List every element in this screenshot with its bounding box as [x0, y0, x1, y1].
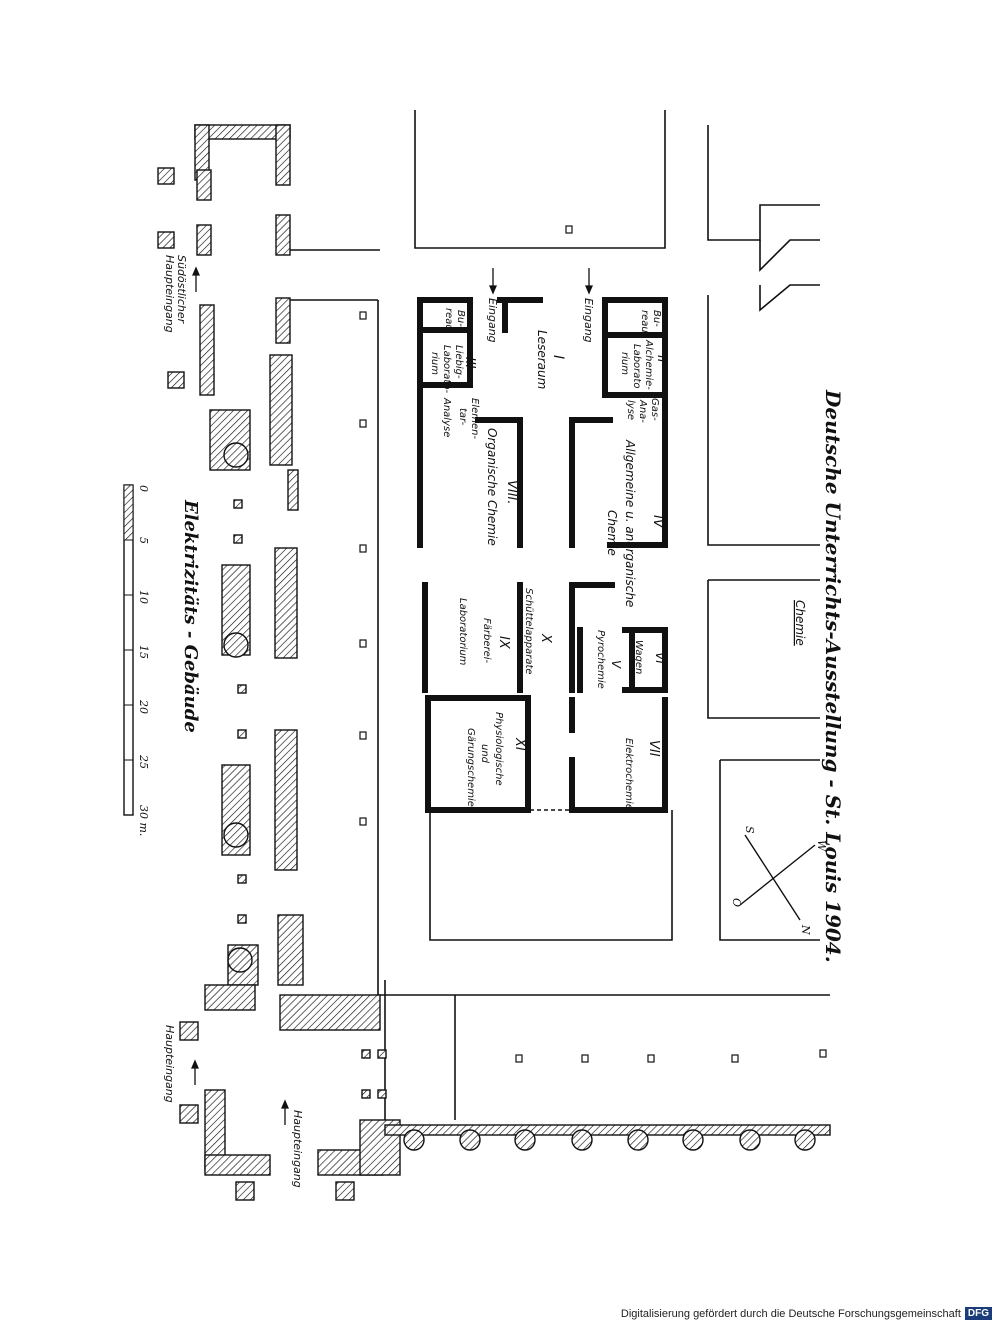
bureau-2-l2: reau — [443, 308, 454, 331]
room-2-l3: rium — [619, 352, 630, 375]
suedoestlicher-label: Südöstlicher — [175, 255, 188, 325]
eingang-top-label: Eingang — [582, 298, 595, 343]
room-1-name: Leseraum — [535, 330, 549, 389]
bureau-1-l1: Bu- — [651, 310, 662, 327]
haupteingang-left-label: Haupteingang — [163, 255, 176, 333]
dfg-logo: DFG — [964, 1307, 992, 1320]
site-lines — [290, 110, 830, 1120]
room-2-l2: Laborato — [631, 344, 642, 388]
exhibition-walls — [417, 297, 668, 813]
haupteingang-bottom-label: Haupteingang — [163, 1025, 176, 1103]
footer-text: Digitalisierung gefördert durch die Deut… — [620, 1307, 961, 1320]
scale-tick-30: 30 m. — [137, 805, 150, 836]
footer: Digitalisierung gefördert durch die Deut… — [621, 1307, 992, 1320]
room-2-l1: Alchemie- — [643, 339, 654, 390]
room-9-l1: Färberei- — [481, 618, 492, 664]
room-5-name: Pyrochemie — [595, 630, 606, 689]
room-8-number: VIII. — [504, 480, 519, 505]
compass-o: O — [730, 898, 743, 907]
room-3-l3: rium — [429, 352, 440, 375]
bureau-2-l1: Bu- — [455, 310, 466, 327]
scale-tick-25: 25 — [137, 754, 150, 769]
scale-tick-0: 0 — [137, 485, 150, 492]
gas-analysis-l2: Ana- — [637, 399, 648, 423]
room-6-name: Wagen — [633, 640, 644, 674]
room-6-number: VI — [653, 652, 667, 664]
room-4-l2: Chemie — [605, 510, 619, 556]
room-9-number: IX — [496, 636, 511, 650]
room-11-l3: Gärungschemie — [465, 728, 476, 807]
room-1-number: I — [550, 355, 566, 359]
title-group: Deutsche Unterrichts-Ausstellung - St. L… — [180, 389, 845, 963]
scale-bar: 0 5 10 15 20 25 30 m. — [123, 484, 150, 836]
plan-subtitle: Chemie — [793, 600, 807, 646]
room-7-name: Elektrochemie — [623, 738, 634, 810]
room-10-number: X — [538, 633, 553, 644]
compass: N S W O — [730, 826, 828, 935]
room-8-name: Organische Chemie — [485, 428, 499, 546]
elementary-analysis-l1: Elemen- — [469, 398, 480, 439]
room-3-l2: Laborato- — [441, 345, 452, 393]
compass-s: S — [743, 826, 756, 834]
room-5-number: V — [609, 660, 623, 669]
room-3-l1: Liebig- — [453, 345, 464, 379]
room-labels: I Leseraum Bu- reau Bu- reau II Alchemie… — [429, 308, 669, 810]
room-11-l2: und — [479, 744, 490, 764]
gas-analysis-l1: Gas- — [649, 398, 660, 421]
pillar-marks — [359, 225, 827, 1063]
haupteingang-bottom2-label: Haupteingang — [291, 1110, 304, 1188]
building-label: Elektrizitäts - Gebäude — [180, 499, 201, 733]
elementary-analysis-l3: Analyse — [441, 397, 452, 437]
room-11-l1: Physiologische — [493, 712, 504, 786]
entrance-arrows — [191, 266, 593, 1125]
room-4-l1: Allgemeine u. anorganische — [623, 439, 637, 607]
room-4-number: IV — [650, 515, 665, 529]
bureau-1-l2: reau — [639, 310, 650, 333]
building-hatches — [157, 124, 831, 1201]
compass-w: W — [815, 840, 828, 853]
room-3-number: III — [462, 357, 477, 369]
room-7-number: VII — [646, 740, 661, 757]
room-2-number: II — [654, 355, 669, 363]
compass-n: N — [799, 924, 812, 935]
scale-tick-10: 10 — [137, 590, 150, 604]
scale-tick-20: 20 — [137, 699, 150, 714]
scale-tick-5: 5 — [137, 537, 150, 544]
room-10-name: Schüttelapparate — [523, 588, 534, 675]
scale-tick-15: 15 — [137, 645, 150, 659]
room-9-l2: Laboratorium — [457, 598, 468, 666]
gas-analysis-l3: lyse — [625, 400, 636, 420]
room-11-number: XI — [512, 737, 527, 751]
elementary-analysis-l2: tar- — [457, 408, 468, 426]
eingang-left-label: Eingang — [486, 298, 499, 343]
entrance-labels: Eingang Eingang Südöstlicher Haupteingan… — [163, 255, 595, 1188]
plan-title: Deutsche Unterrichts-Ausstellung - St. L… — [821, 389, 845, 963]
